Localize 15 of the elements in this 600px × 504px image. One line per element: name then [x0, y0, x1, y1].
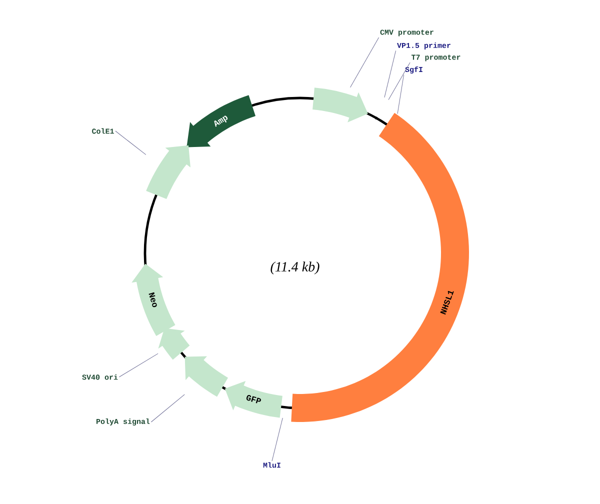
plasmid-feature: Neo [132, 264, 176, 336]
leader-line [388, 62, 410, 100]
leader-line [150, 394, 185, 422]
leader-line [118, 353, 158, 378]
leader-line [272, 418, 283, 462]
leader-line [397, 74, 404, 114]
plasmid-feature [184, 356, 228, 397]
leader-line [115, 130, 146, 155]
leader-line [384, 50, 396, 98]
plasmid-feature: Amp [186, 95, 256, 148]
leader-line [350, 37, 380, 88]
plasmid-feature [146, 145, 190, 200]
plasmid-feature [158, 328, 190, 360]
plasmid-feature [312, 88, 368, 122]
plasmid-feature: GFP [224, 380, 282, 418]
